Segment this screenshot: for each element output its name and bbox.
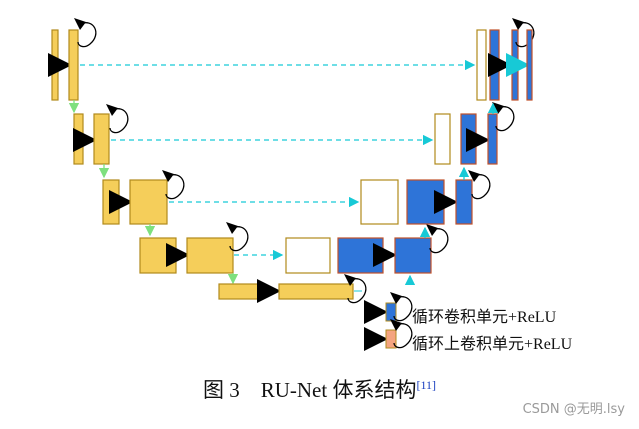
decoder-level-3 <box>360 169 491 225</box>
encoder-level-2 <box>73 103 129 165</box>
skip-copy-block-4 <box>285 237 331 274</box>
decoder-level-1 <box>476 17 535 101</box>
bottleneck-block <box>278 283 354 300</box>
encoder-block-4 <box>186 237 234 274</box>
bottleneck-input-block <box>218 283 264 300</box>
encoder-block-2 <box>93 113 110 165</box>
upconv-block-1 <box>489 29 500 101</box>
decoder-level-4 <box>285 223 449 274</box>
upconv-block-4 <box>337 237 384 274</box>
figure-caption: 图 3 RU-Net 体系结构[11] <box>0 374 639 404</box>
watermark: CSDN @无明.lsy <box>522 402 625 417</box>
encoder-level-1 <box>48 17 97 101</box>
legend-symbol-2 <box>364 318 413 351</box>
legend-label-rec-upconv: 循环上卷积单元+ReLU <box>412 336 573 353</box>
pooled-block-3 <box>102 179 120 225</box>
bottleneck <box>218 273 367 304</box>
upconv-block-2 <box>460 113 477 165</box>
decoder-block-3 <box>455 179 473 225</box>
encoder-block-3 <box>129 179 168 225</box>
legend-swatch-rec-upconv <box>385 329 397 349</box>
legend-symbol-1 <box>364 291 413 324</box>
encoder-level-4 <box>139 221 249 274</box>
output-block <box>526 29 533 101</box>
caption-reference[interactable]: [11] <box>416 378 437 392</box>
decoder-block-4 <box>394 237 432 274</box>
input-block <box>51 29 59 101</box>
decoder-block-1 <box>511 29 519 101</box>
pooled-block-2 <box>73 113 84 165</box>
legend-label-rec-conv: 循环卷积单元+ReLU <box>412 309 557 326</box>
upconv-block-3 <box>406 179 445 225</box>
caption-prefix: 图 3 <box>202 378 240 402</box>
skip-copy-block-1 <box>476 29 487 101</box>
decoder-level-2 <box>434 101 515 165</box>
caption-title: RU-Net 体系结构 <box>260 378 417 402</box>
skip-copy-block-2 <box>434 113 451 165</box>
skip-copy-block-3 <box>360 179 399 225</box>
encoder-level-3 <box>102 169 185 225</box>
encoder-block-1 <box>68 29 79 101</box>
pooled-block-4 <box>139 237 177 274</box>
decoder-block-2 <box>487 113 498 165</box>
